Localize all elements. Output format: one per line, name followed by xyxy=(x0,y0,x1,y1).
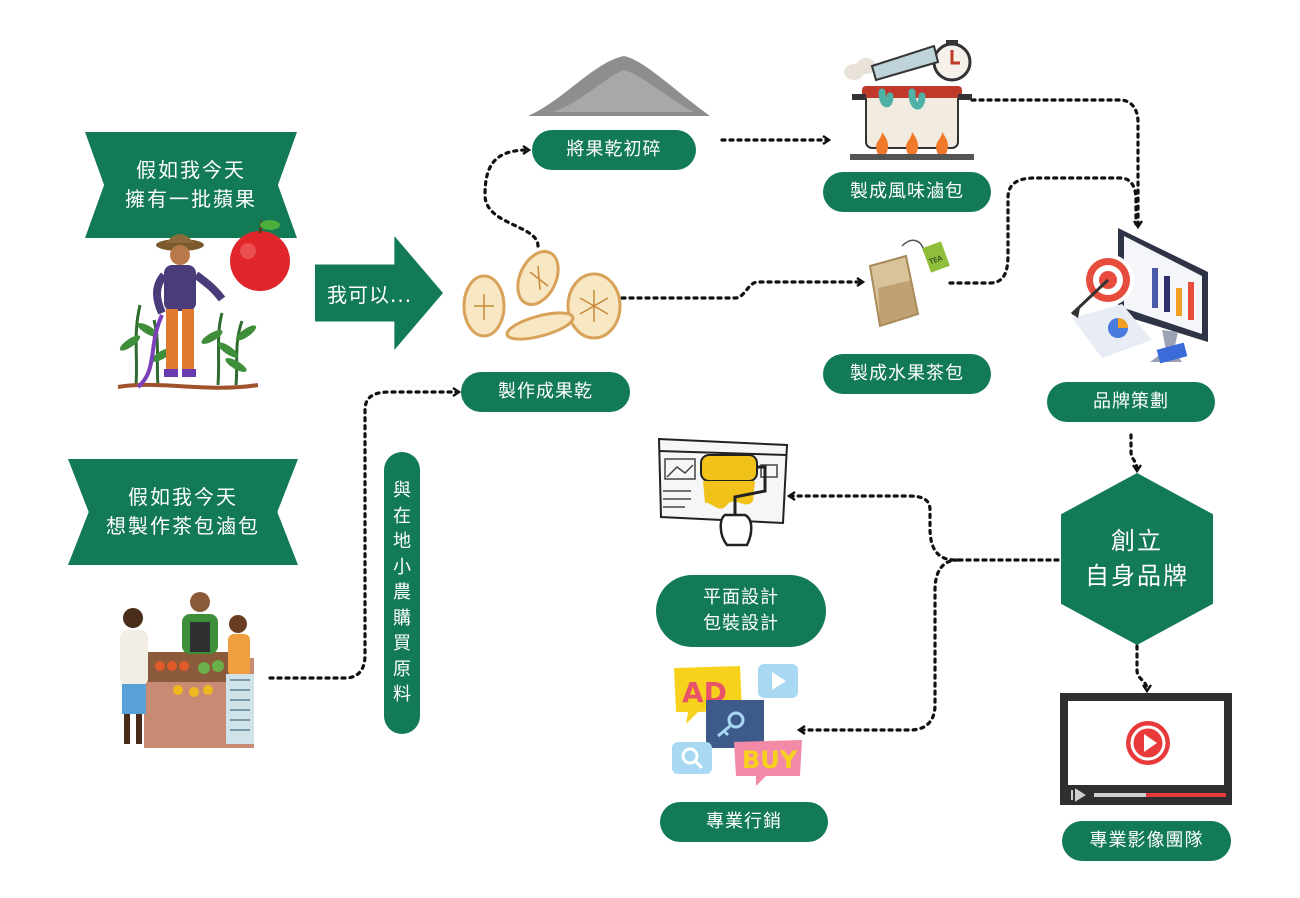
step-braise-pack: 製成風味滷包 xyxy=(823,172,991,212)
powder-mound-icon xyxy=(528,56,710,116)
video-player-icon xyxy=(1060,693,1232,805)
cooking-pot-icon xyxy=(844,40,974,160)
connector-farmers-to-dried xyxy=(268,387,462,680)
step-graphic-design: 平面設計 包裝設計 xyxy=(656,575,826,647)
banner-apples: 假如我今天 擁有一批蘋果 xyxy=(85,132,297,238)
marketing-ads-icon: AD BUY xyxy=(672,664,802,786)
step-brand-planning: 品牌策劃 xyxy=(1047,382,1215,422)
connector-tea-to-brand xyxy=(948,176,1138,285)
step-marketing: 專業行銷 xyxy=(660,802,828,842)
note-char: 原 xyxy=(393,658,411,680)
connector-fruit-to-tea xyxy=(620,277,866,300)
hexagon-line2: 自身品牌 xyxy=(1085,562,1189,590)
step-graphic-design-line2: 包裝設計 xyxy=(703,613,779,634)
banner-tea-line1: 假如我今天 xyxy=(128,485,238,509)
connector-hex-to-design xyxy=(786,491,1060,562)
banner-apples-line2: 擁有一批蘋果 xyxy=(125,187,257,211)
banner-tea: 假如我今天 想製作茶包滷包 xyxy=(68,459,298,565)
connector-hex-to-marketing xyxy=(796,558,960,735)
connector-pot-to-brand xyxy=(970,98,1143,230)
step-fruit-tea: 製成水果茶包 xyxy=(823,354,991,394)
connector-hex-to-video xyxy=(1135,644,1152,694)
step-fruit-tea-label: 製成水果茶包 xyxy=(850,362,964,384)
note-char: 小 xyxy=(393,556,411,578)
step-crush: 將果乾初碎 xyxy=(532,130,696,170)
step-graphic-design-line1: 平面設計 xyxy=(703,586,779,608)
local-farmers-note: 與 在 地 小 農 購 買 原 料 xyxy=(384,452,420,734)
note-char: 買 xyxy=(393,633,411,655)
step-brand-planning-label: 品牌策劃 xyxy=(1093,390,1169,412)
main-arrow-label: 我可以... xyxy=(327,282,413,307)
connector-brand-to-hex xyxy=(1129,433,1142,474)
banner-tea-line2: 想製作茶包滷包 xyxy=(106,514,260,538)
note-char: 農 xyxy=(393,582,411,604)
tea-bag-icon: TEA xyxy=(868,239,950,328)
note-char: 購 xyxy=(393,607,411,629)
note-char: 在 xyxy=(393,505,411,527)
step-braise-pack-label: 製成風味滷包 xyxy=(850,180,964,202)
dried-apple-chips-icon xyxy=(462,250,622,341)
banner-apples-line1: 假如我今天 xyxy=(136,158,246,182)
note-char: 料 xyxy=(393,684,411,706)
step-video-team: 專業影像團隊 xyxy=(1062,821,1231,861)
step-crush-label: 將果乾初碎 xyxy=(566,138,662,160)
step-dried-fruit: 製作成果乾 xyxy=(461,372,630,412)
step-video-team-label: 專業影像團隊 xyxy=(1089,829,1204,851)
farmers-market-illustration xyxy=(120,592,254,748)
brand-planning-monitor-icon xyxy=(1070,228,1208,364)
build-own-brand-hexagon: 創立 自身品牌 xyxy=(1061,473,1213,645)
graphic-design-roller-icon xyxy=(657,437,789,547)
note-char: 與 xyxy=(393,480,411,502)
buy-text: BUY xyxy=(742,746,798,774)
step-dried-fruit-label: 製作成果乾 xyxy=(498,380,593,402)
farmer-apple-illustration xyxy=(117,220,290,390)
connector-fruit-to-crush xyxy=(483,145,540,248)
hexagon-line1: 創立 xyxy=(1111,527,1163,556)
note-char: 地 xyxy=(393,531,411,553)
step-marketing-label: 專業行銷 xyxy=(706,810,782,832)
